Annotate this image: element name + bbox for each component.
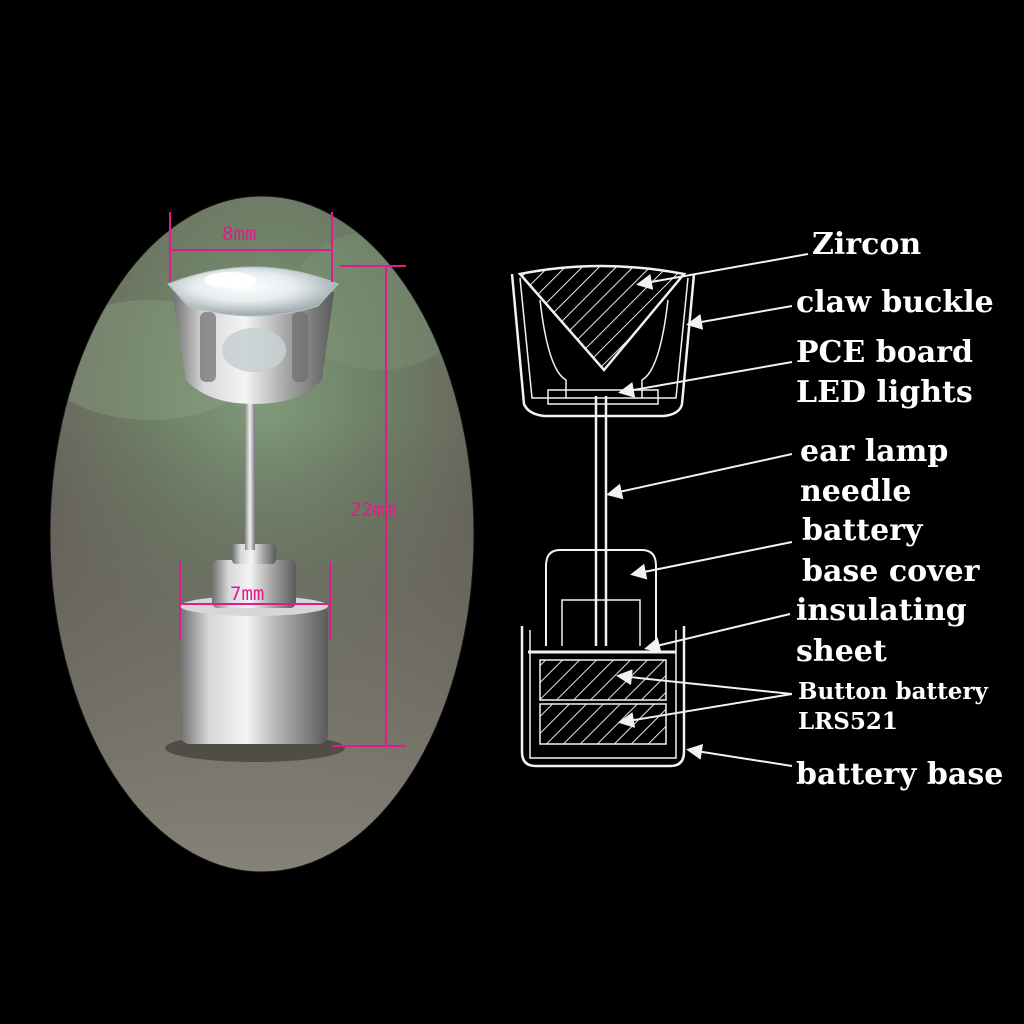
photo-battery-cover [212, 544, 296, 608]
label-needle: needle [800, 474, 912, 509]
label-button-battery: Button battery [798, 678, 988, 705]
label-base-cover: base cover [802, 554, 980, 589]
base-width-label: 7mm [230, 583, 265, 605]
dimension-lines [169, 212, 406, 747]
label-pce-board: PCE board [796, 335, 973, 370]
diagram-needle [594, 396, 608, 646]
cross-section-diagram [510, 264, 696, 768]
photo-battery-base [180, 596, 328, 744]
diagram-button-battery-1 [539, 659, 667, 701]
diagram-battery-base [520, 626, 686, 768]
photo-needle [245, 400, 255, 550]
photo-crown [172, 292, 334, 404]
label-zircon: Zircon [812, 227, 922, 262]
label-lrs521: LRS521 [798, 708, 898, 735]
diagram-base-cover [545, 549, 657, 646]
label-battery-base: battery base [796, 757, 1004, 792]
label-claw-buckle: claw buckle [796, 285, 994, 320]
label-led-lights: LED lights [796, 375, 973, 410]
leader-lines [606, 253, 809, 767]
label-insulating: insulating [796, 593, 967, 628]
diagram-pce-board [547, 389, 659, 405]
crown-width-label: 8mm [222, 223, 257, 245]
product-photo [49, 195, 475, 873]
label-ear-lamp: ear lamp [800, 434, 949, 469]
height-label: 22mm [350, 499, 396, 521]
diagram-zircon [517, 264, 687, 372]
photo-zircon [167, 266, 339, 317]
diagram-claw-cup [510, 273, 696, 418]
label-battery: battery [802, 513, 923, 548]
label-sheet: sheet [796, 634, 887, 669]
diagram-button-battery-2 [539, 703, 667, 745]
